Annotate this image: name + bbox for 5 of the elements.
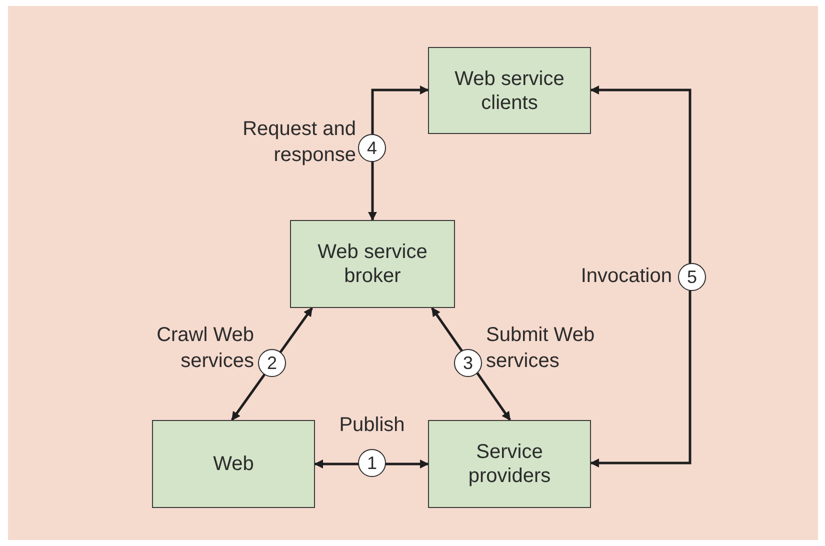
process-box: Web bbox=[152, 420, 315, 508]
arrow bbox=[590, 86, 692, 468]
process-box: Web service clients bbox=[428, 47, 591, 134]
process-box: Web service broker bbox=[290, 220, 455, 308]
process-box: Service providers bbox=[428, 420, 591, 508]
